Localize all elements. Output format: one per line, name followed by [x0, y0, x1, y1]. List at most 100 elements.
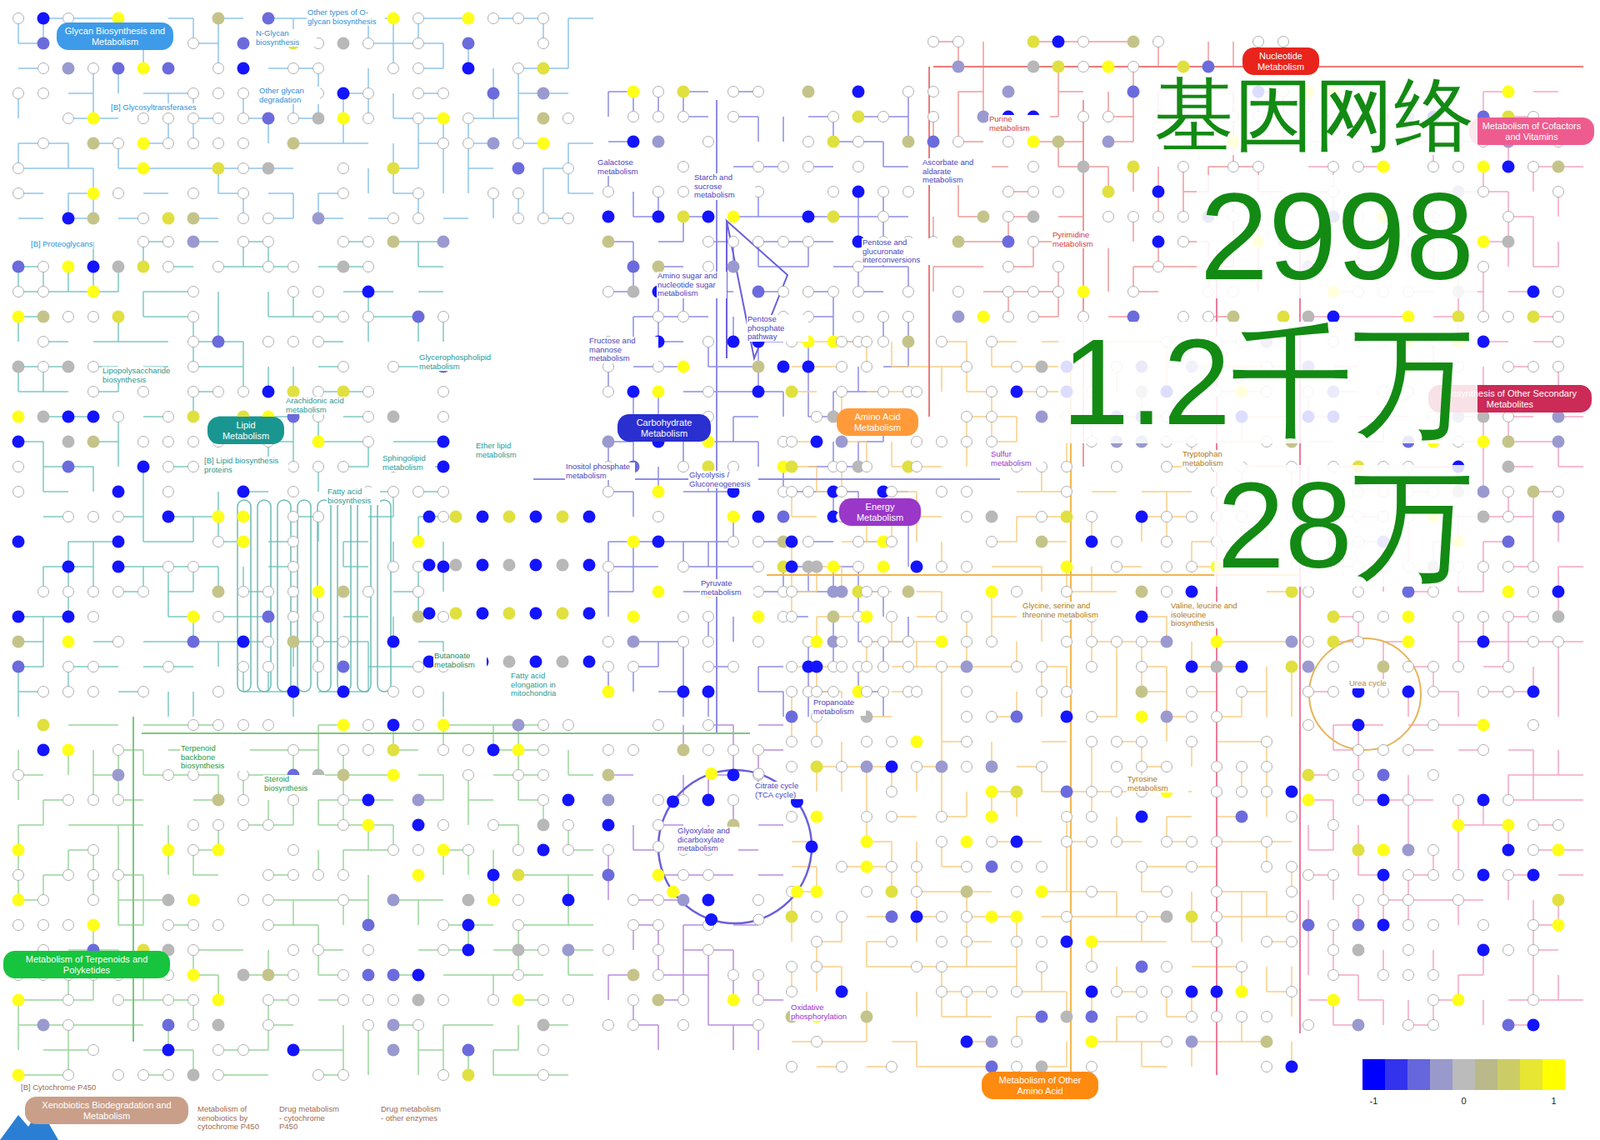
- network-line: [1557, 750, 1560, 775]
- network-line: [866, 965, 892, 968]
- network-line: [168, 540, 194, 543]
- network-line: [708, 365, 734, 368]
- network-line: [67, 143, 70, 169]
- expression-dot: [137, 260, 150, 274]
- network-line: [18, 390, 44, 393]
- network-line: [93, 1024, 119, 1026]
- network-line: [1457, 691, 1460, 717]
- network-line: [1533, 799, 1559, 801]
- network-line: [143, 92, 169, 95]
- network-line: [1140, 1041, 1143, 1067]
- compound-circle: [138, 113, 150, 125]
- network-line: [757, 116, 760, 142]
- network-line: [367, 875, 370, 900]
- network-line: [607, 91, 610, 117]
- compound-circle: [363, 113, 375, 125]
- network-line: [758, 824, 784, 826]
- network-line: [682, 950, 685, 975]
- network-line: [417, 241, 420, 267]
- network-line: [42, 466, 45, 492]
- network-line: [1358, 315, 1384, 318]
- network-line: [941, 1065, 967, 1068]
- network-line: [43, 1049, 69, 1051]
- expression-dot: [112, 535, 125, 549]
- network-line: [92, 750, 95, 775]
- network-line: [1357, 975, 1360, 1000]
- legend-gradient-cell: [1407, 1059, 1430, 1090]
- expression-dot: [337, 112, 350, 125]
- network-line: [1141, 940, 1167, 943]
- compound-circle: [363, 38, 375, 50]
- network-line: [890, 341, 893, 367]
- network-line: [632, 191, 635, 217]
- network-line: [118, 899, 144, 901]
- pathway-trunk: [132, 716, 135, 1042]
- expression-dot: [162, 510, 175, 524]
- compound-circle: [238, 213, 250, 225]
- network-line: [807, 391, 810, 417]
- network-line: [142, 516, 145, 542]
- compound-circle: [313, 63, 325, 75]
- expression-dot: [12, 435, 25, 449]
- compound-circle: [413, 213, 425, 225]
- network-line: [607, 975, 610, 1000]
- expression-dot: [212, 12, 225, 25]
- compound-circle: [288, 611, 300, 623]
- compound-circle: [13, 163, 25, 175]
- network-line: [758, 874, 784, 876]
- network-line: [1558, 465, 1584, 468]
- network-line: [118, 824, 144, 826]
- compound-circle: [288, 536, 300, 548]
- compound-circle: [88, 386, 100, 398]
- compound-circle: [288, 336, 300, 348]
- network-line: [757, 441, 760, 467]
- tca-cycle-ring: [658, 770, 812, 924]
- expression-dot: [62, 62, 75, 75]
- network-line: [117, 900, 120, 925]
- network-line: [442, 168, 445, 194]
- network-line: [733, 440, 759, 443]
- compound-circle: [413, 188, 425, 200]
- network-line: [68, 167, 94, 170]
- network-line: [192, 516, 195, 542]
- expression-dot: [212, 162, 225, 175]
- network-line: [268, 192, 294, 195]
- network-line: [1041, 740, 1067, 743]
- network-line: [68, 92, 94, 95]
- expression-dot: [212, 335, 225, 349]
- network-line: [143, 192, 169, 195]
- network-line: [168, 17, 194, 20]
- network-line: [708, 1024, 734, 1026]
- network-line: [1058, 90, 1084, 93]
- expression-dot: [487, 87, 500, 100]
- network-line: [17, 691, 20, 717]
- network-line: [492, 1050, 495, 1075]
- compound-circle: [238, 163, 250, 175]
- compound-circle: [313, 336, 325, 348]
- compound-circle: [163, 486, 175, 498]
- network-line: [1265, 691, 1268, 717]
- network-line: [683, 540, 709, 543]
- network-line: [168, 167, 194, 170]
- network-line: [293, 899, 319, 901]
- expression-dot: [37, 12, 50, 25]
- compound-circle: [38, 361, 50, 373]
- network-line: [1557, 241, 1560, 267]
- network-line: [1358, 999, 1384, 1001]
- network-line: [915, 1041, 918, 1067]
- network-line: [915, 641, 918, 667]
- network-line: [707, 975, 710, 1000]
- network-line: [1290, 691, 1293, 717]
- network-line: [1558, 774, 1584, 776]
- network-line: [568, 17, 594, 20]
- expression-dot: [37, 410, 50, 424]
- network-line: [732, 616, 735, 642]
- legend-gradient-cell: [1385, 1059, 1408, 1090]
- expression-dot: [62, 635, 75, 649]
- network-line: [782, 391, 785, 417]
- network-line: [42, 441, 45, 467]
- compound-circle: [88, 611, 100, 623]
- network-line: [1307, 950, 1310, 975]
- network-line: [933, 265, 959, 268]
- network-line: [368, 515, 394, 518]
